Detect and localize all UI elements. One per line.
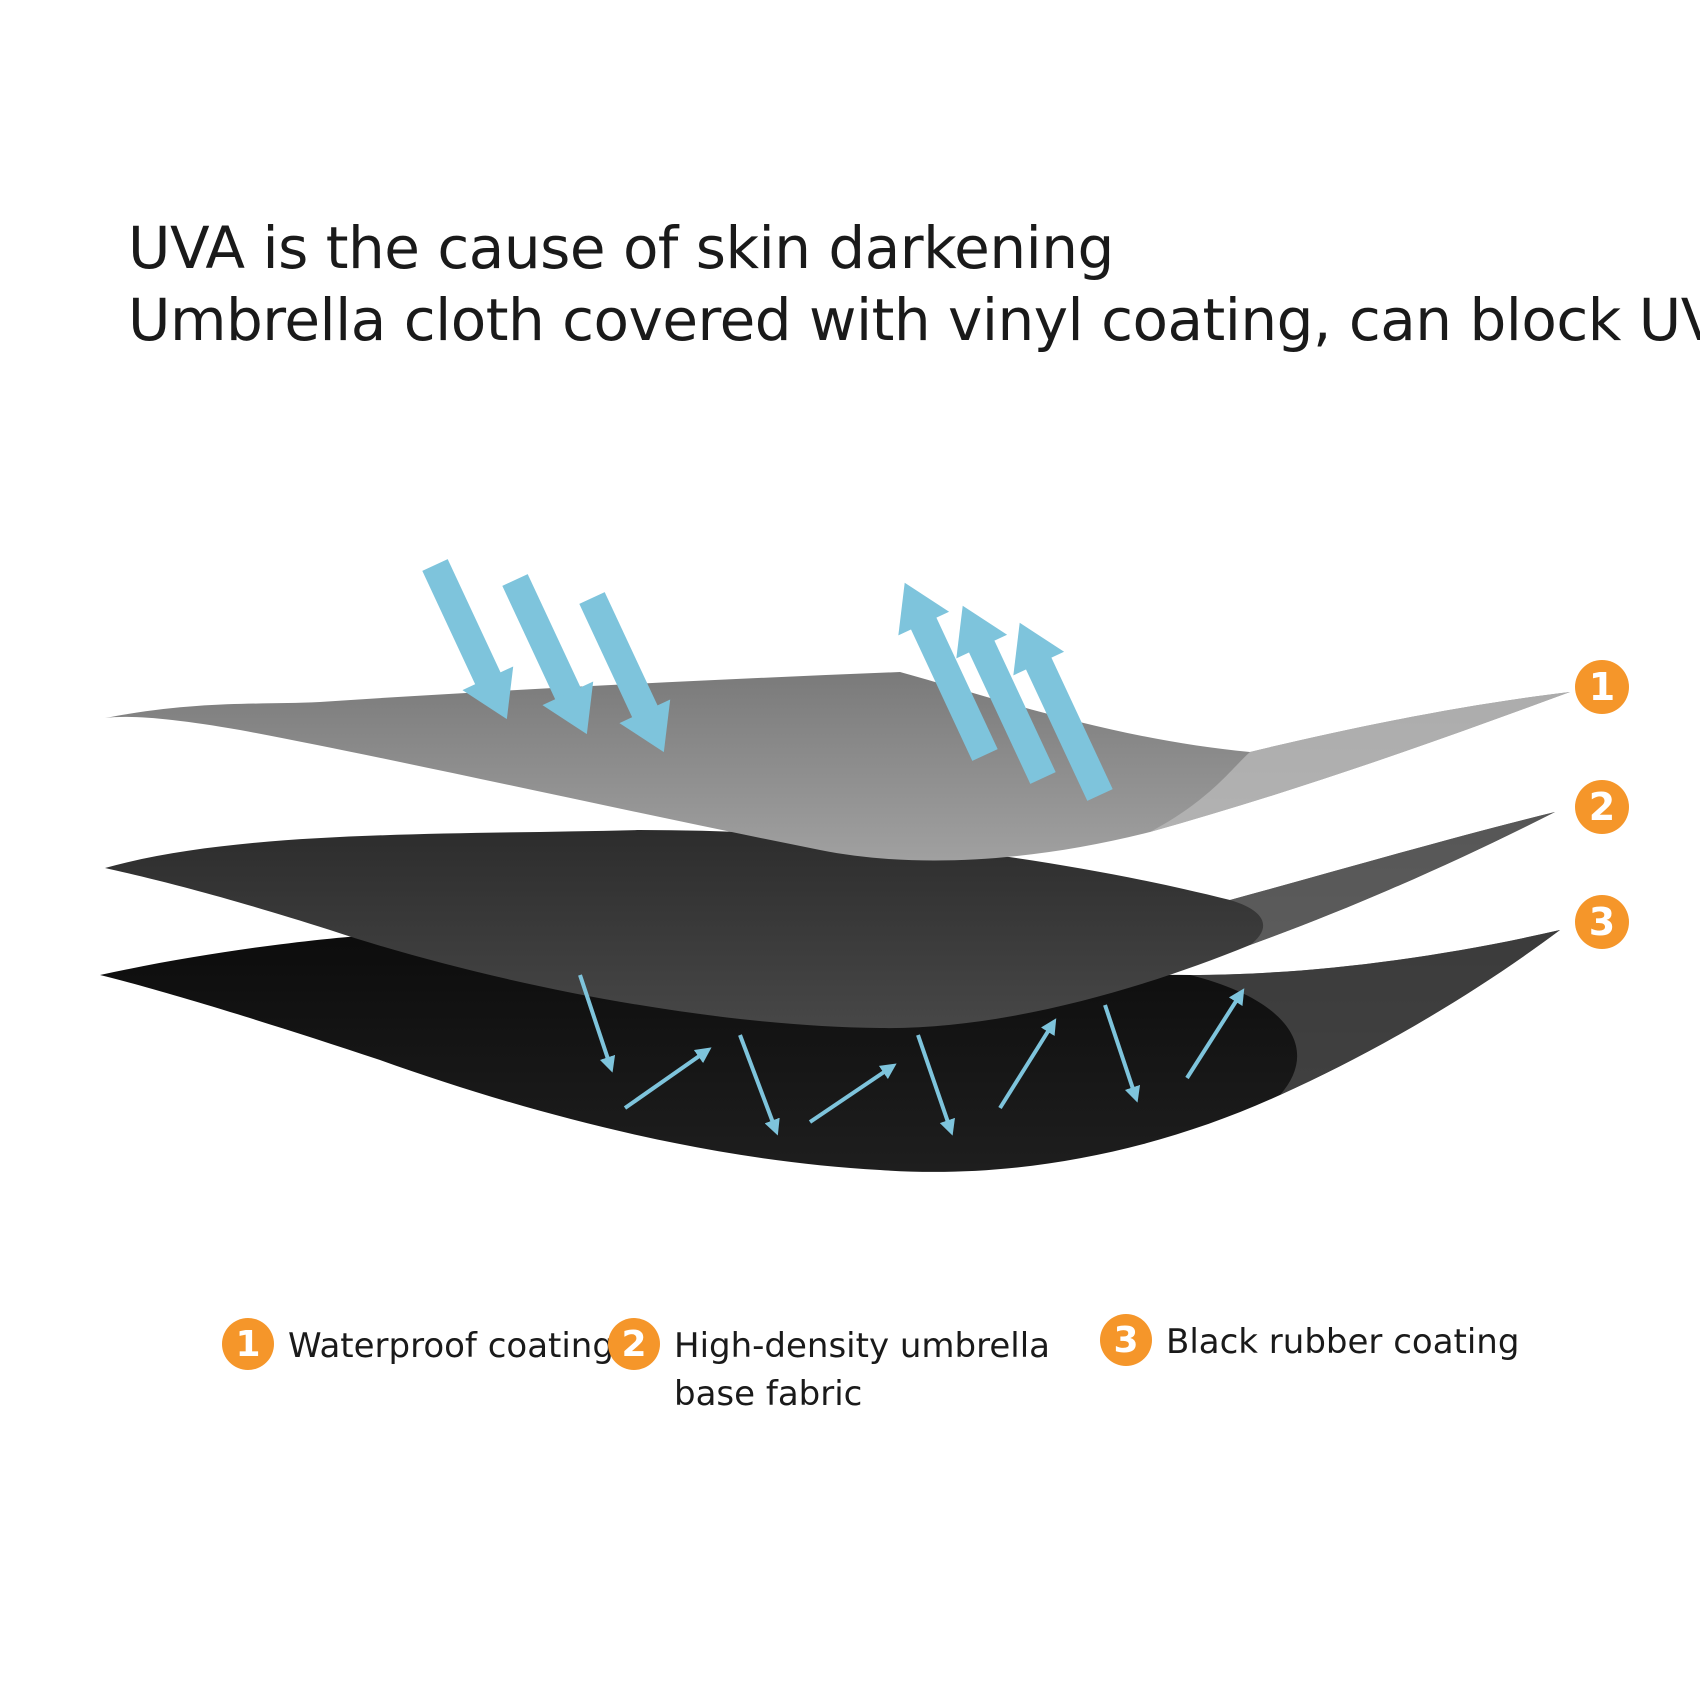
legend-label-1: Waterproof coating xyxy=(288,1326,614,1366)
layer-2-side-badge-number: 2 xyxy=(1588,785,1616,829)
uv-scatter-arrow xyxy=(808,1063,897,1124)
layer-2-base-fabric xyxy=(105,812,1555,1029)
headline: UVA is the cause of skin darkening Umbre… xyxy=(128,212,1700,356)
layer-1-edge xyxy=(1150,692,1570,832)
headline-line-2: Umbrella cloth covered with vinyl coatin… xyxy=(128,286,1700,354)
headline-line-1: UVA is the cause of skin darkening xyxy=(128,214,1114,282)
uv-ray-reflected-arrow xyxy=(898,582,998,761)
uv-ray-incoming-arrow xyxy=(502,574,594,735)
uv-scatter-arrow xyxy=(578,974,616,1073)
uv-ray-incoming-arrow xyxy=(579,592,671,753)
layer-3-black-rubber xyxy=(100,930,1560,1172)
uv-ray-reflected-arrow xyxy=(1013,622,1113,801)
uv-scatter-arrow xyxy=(998,1018,1057,1110)
legend-badge-2-number: 2 xyxy=(621,1323,647,1365)
legend-badge-1: 1 xyxy=(222,1318,274,1370)
uv-ray-reflected-arrow xyxy=(956,605,1056,784)
legend-item-2: 2 High-density umbrella base fabric xyxy=(608,1318,1050,1418)
uv-scatter-arrow xyxy=(1103,1004,1141,1103)
scatter-arrows xyxy=(578,974,1245,1136)
legend-badge-3: 3 xyxy=(1100,1314,1152,1366)
incoming-uv-arrows xyxy=(422,559,671,753)
legend-label-2: High-density umbrella base fabric xyxy=(674,1322,1050,1418)
uv-scatter-arrow xyxy=(738,1034,780,1136)
legend-label-2-line-1: High-density umbrella xyxy=(674,1326,1051,1366)
legend-label-3: Black rubber coating xyxy=(1166,1322,1520,1362)
uv-scatter-arrow xyxy=(916,1034,955,1136)
uv-scatter-arrow xyxy=(623,1047,712,1110)
uv-scatter-arrow xyxy=(1185,988,1245,1080)
layer-2-side-badge: 2 xyxy=(1575,780,1629,834)
uv-ray-incoming-arrow xyxy=(422,559,514,720)
legend-label-2-line-2: base fabric xyxy=(674,1374,863,1414)
layer-3-edge xyxy=(1190,930,1560,1095)
reflected-uv-arrows xyxy=(898,582,1113,801)
layer-3-side-badge: 3 xyxy=(1575,895,1629,949)
legend-item-1: 1 Waterproof coating xyxy=(222,1318,614,1370)
legend-badge-1-number: 1 xyxy=(235,1323,261,1365)
layer-3-side-badge-number: 3 xyxy=(1588,900,1616,944)
layer-1-side-badge-number: 1 xyxy=(1588,665,1616,709)
legend-badge-3-number: 3 xyxy=(1113,1319,1139,1361)
legend-item-3: 3 Black rubber coating xyxy=(1100,1314,1520,1366)
legend-badge-2: 2 xyxy=(608,1318,660,1370)
layer-2-edge xyxy=(1230,812,1555,945)
layer-1-side-badge: 1 xyxy=(1575,660,1629,714)
